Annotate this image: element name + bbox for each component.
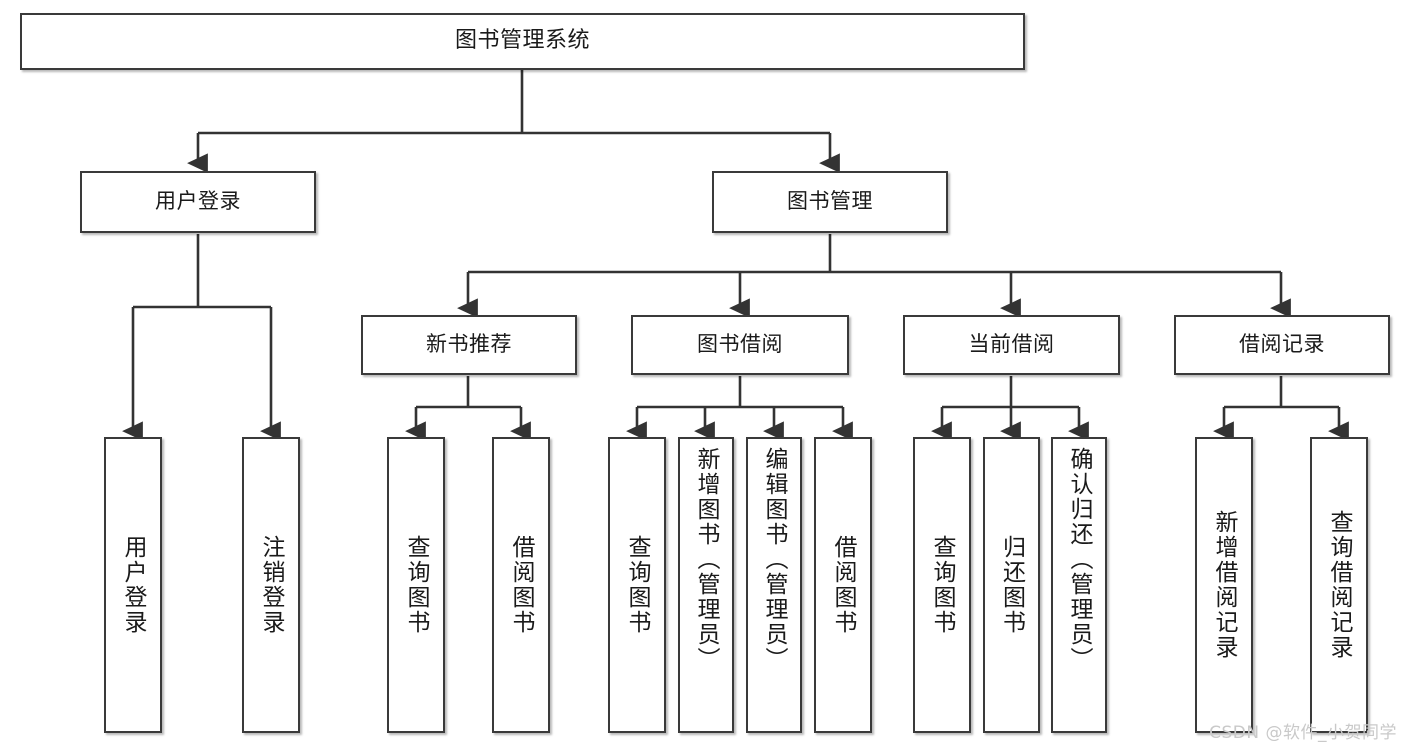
- node-label: 图书管理系统: [454, 28, 590, 54]
- node-label: 新增图书（管理员）: [693, 447, 720, 672]
- node-book-borrow[interactable]: 图书借阅: [631, 315, 849, 375]
- node-leaf-query-book-2[interactable]: 查询图书: [608, 437, 666, 733]
- node-label: 查询图书: [403, 535, 430, 635]
- node-book-management[interactable]: 图书管理: [712, 171, 948, 233]
- node-label: 新增借阅记录: [1211, 510, 1238, 660]
- node-leaf-borrow-book-1[interactable]: 借阅图书: [492, 437, 550, 733]
- node-user-login[interactable]: 用户登录: [80, 171, 316, 233]
- node-leaf-logout[interactable]: 注销登录: [242, 437, 300, 733]
- node-leaf-confirm-return-admin[interactable]: 确认归还（管理员）: [1051, 437, 1107, 733]
- node-label: 确认归还（管理员）: [1066, 447, 1093, 672]
- node-label: 图书借阅: [697, 332, 783, 357]
- node-leaf-query-book-3[interactable]: 查询图书: [913, 437, 971, 733]
- node-label: 注销登录: [258, 535, 285, 635]
- node-leaf-return-book[interactable]: 归还图书: [983, 437, 1040, 733]
- node-label: 借阅记录: [1239, 332, 1325, 357]
- node-label: 查询借阅记录: [1326, 510, 1353, 660]
- watermark: CSDN @软件_小贺同学: [1209, 723, 1397, 743]
- node-label: 查询图书: [624, 535, 651, 635]
- node-borrow-record[interactable]: 借阅记录: [1174, 315, 1390, 375]
- node-label: 图书管理: [787, 189, 873, 214]
- node-label: 编辑图书（管理员）: [761, 447, 788, 672]
- node-current-borrow[interactable]: 当前借阅: [903, 315, 1120, 375]
- node-label: 当前借阅: [968, 332, 1055, 357]
- node-label: 用户登录: [120, 535, 147, 635]
- node-label: 新书推荐: [426, 332, 512, 357]
- node-label: 借阅图书: [830, 535, 857, 635]
- node-leaf-query-borrow-record[interactable]: 查询借阅记录: [1310, 437, 1368, 733]
- node-root-system[interactable]: 图书管理系统: [20, 13, 1025, 70]
- node-leaf-query-book-1[interactable]: 查询图书: [387, 437, 445, 733]
- node-label: 查询图书: [929, 535, 956, 635]
- node-new-book-recommend[interactable]: 新书推荐: [361, 315, 577, 375]
- node-leaf-edit-book-admin[interactable]: 编辑图书（管理员）: [746, 437, 802, 733]
- node-label: 归还图书: [998, 535, 1025, 635]
- node-leaf-user-login[interactable]: 用户登录: [104, 437, 162, 733]
- node-leaf-borrow-book-2[interactable]: 借阅图书: [814, 437, 872, 733]
- node-leaf-add-book-admin[interactable]: 新增图书（管理员）: [678, 437, 734, 733]
- node-leaf-add-borrow-record[interactable]: 新增借阅记录: [1195, 437, 1253, 733]
- node-label: 借阅图书: [508, 535, 535, 635]
- node-label: 用户登录: [155, 189, 241, 214]
